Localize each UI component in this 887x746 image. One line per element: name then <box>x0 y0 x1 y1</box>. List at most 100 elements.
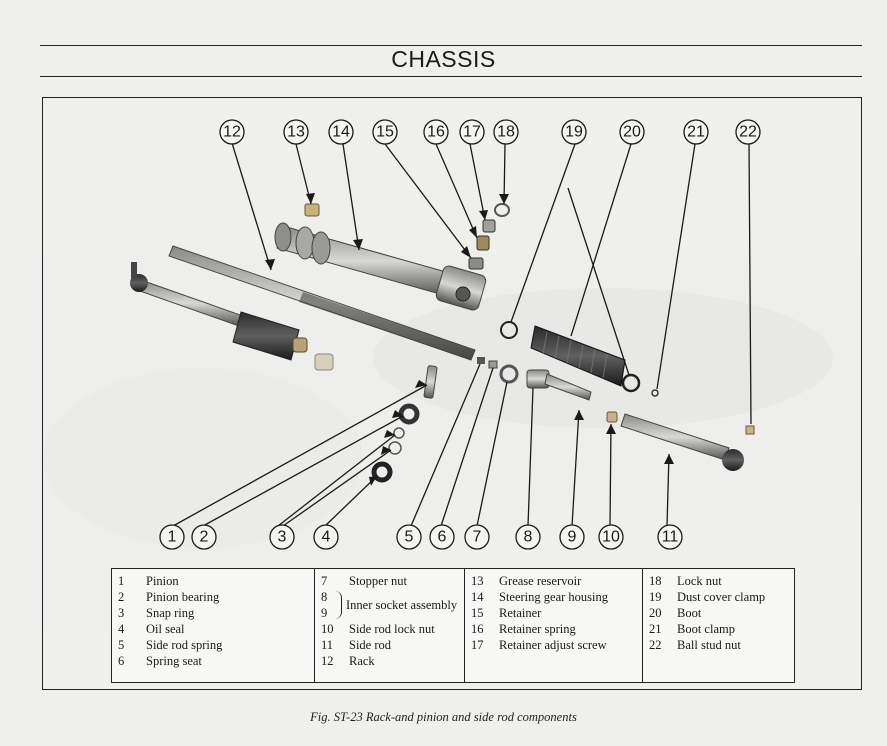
callout-7: 7 <box>464 524 490 550</box>
leader-lines <box>172 142 752 527</box>
leader-arrowheads <box>265 193 674 486</box>
svg-text:17: 17 <box>463 124 481 141</box>
loose-bushing-part <box>314 353 334 371</box>
pinion-bearing-part <box>398 403 420 425</box>
boot-part <box>530 325 626 387</box>
callout-14: 14 <box>328 119 354 145</box>
rack-part <box>168 245 476 361</box>
svg-text:8: 8 <box>524 529 533 546</box>
svg-text:16: 16 <box>427 124 445 141</box>
legend-row: 8 <box>321 590 328 604</box>
side-rod-spring-part <box>477 357 485 364</box>
callout-13: 13 <box>283 119 309 145</box>
callout-16: 16 <box>423 119 449 145</box>
svg-text:9: 9 <box>568 529 577 546</box>
svg-text:21: 21 <box>687 124 705 141</box>
callout-9: 9 <box>559 524 585 550</box>
svg-text:1: 1 <box>168 529 177 546</box>
callout-2: 2 <box>191 524 217 550</box>
oil-seal-part <box>371 461 393 483</box>
svg-text:12: 12 <box>223 124 241 141</box>
steering-gear-housing-part <box>274 222 487 311</box>
callouts-bottom: 1 2 3 4 5 6 7 8 9 10 11 <box>159 524 683 550</box>
svg-text:14: 14 <box>332 124 350 141</box>
callouts-top: 12 13 14 15 16 17 18 19 20 21 22 <box>219 119 761 145</box>
svg-text:15: 15 <box>376 124 394 141</box>
svg-text:10: 10 <box>602 529 620 546</box>
callout-1: 1 <box>159 524 185 550</box>
callout-12: 12 <box>219 119 245 145</box>
retainer-spring-part <box>476 235 490 251</box>
callout-18: 18 <box>493 119 519 145</box>
header-rule-bottom <box>40 76 862 77</box>
stopper-nut-part <box>499 364 519 384</box>
figure-caption: Fig. ST-23 Rack-and pinion and side rod … <box>310 710 577 724</box>
svg-text:6: 6 <box>438 529 447 546</box>
callout-10: 10 <box>598 524 624 550</box>
callout-15: 15 <box>372 119 398 145</box>
retainer-part <box>468 257 484 270</box>
callout-5: 5 <box>396 524 422 550</box>
callout-4: 4 <box>313 524 339 550</box>
inner-socket-label: Inner socket assembly <box>346 598 458 612</box>
header-rule-top <box>40 45 862 46</box>
svg-text:4: 4 <box>322 529 331 546</box>
side-rod-right-part <box>620 413 755 471</box>
inner-socket-group: Inner socket assembly <box>315 589 465 621</box>
snap-ring-part-2 <box>388 441 402 455</box>
side-rod-lock-nut-part <box>606 411 618 423</box>
dust-cover-clamp-part <box>500 321 518 339</box>
svg-text:19: 19 <box>565 124 583 141</box>
svg-text:11: 11 <box>662 529 679 546</box>
svg-text:13: 13 <box>287 124 305 141</box>
boot-clamp-part <box>651 389 659 397</box>
inner-socket-assembly-part <box>526 369 592 401</box>
legend-row: 9 <box>321 606 328 620</box>
spring-seat-part <box>488 360 498 369</box>
callout-20: 20 <box>619 119 645 145</box>
svg-text:22: 22 <box>739 124 757 141</box>
svg-text:3: 3 <box>278 529 287 546</box>
pinion-part <box>423 365 438 399</box>
callout-21: 21 <box>683 119 709 145</box>
svg-text:7: 7 <box>473 529 482 546</box>
side-rod-left-part <box>130 262 308 361</box>
dust-cover-clamp-part-2 <box>621 373 641 393</box>
grease-reservoir-part <box>304 203 320 217</box>
page-title: CHASSIS <box>391 46 496 72</box>
callout-3: 3 <box>269 524 295 550</box>
callout-19: 19 <box>561 119 587 145</box>
retainer-adjust-screw-part <box>482 219 496 233</box>
svg-text:2: 2 <box>200 529 209 546</box>
lock-nut-part <box>494 203 510 217</box>
svg-text:5: 5 <box>405 529 414 546</box>
callout-22: 22 <box>735 119 761 145</box>
callout-8: 8 <box>515 524 541 550</box>
snap-ring-part <box>393 427 405 439</box>
callout-11: 11 <box>657 524 683 550</box>
svg-text:20: 20 <box>623 124 641 141</box>
callout-6: 6 <box>429 524 455 550</box>
